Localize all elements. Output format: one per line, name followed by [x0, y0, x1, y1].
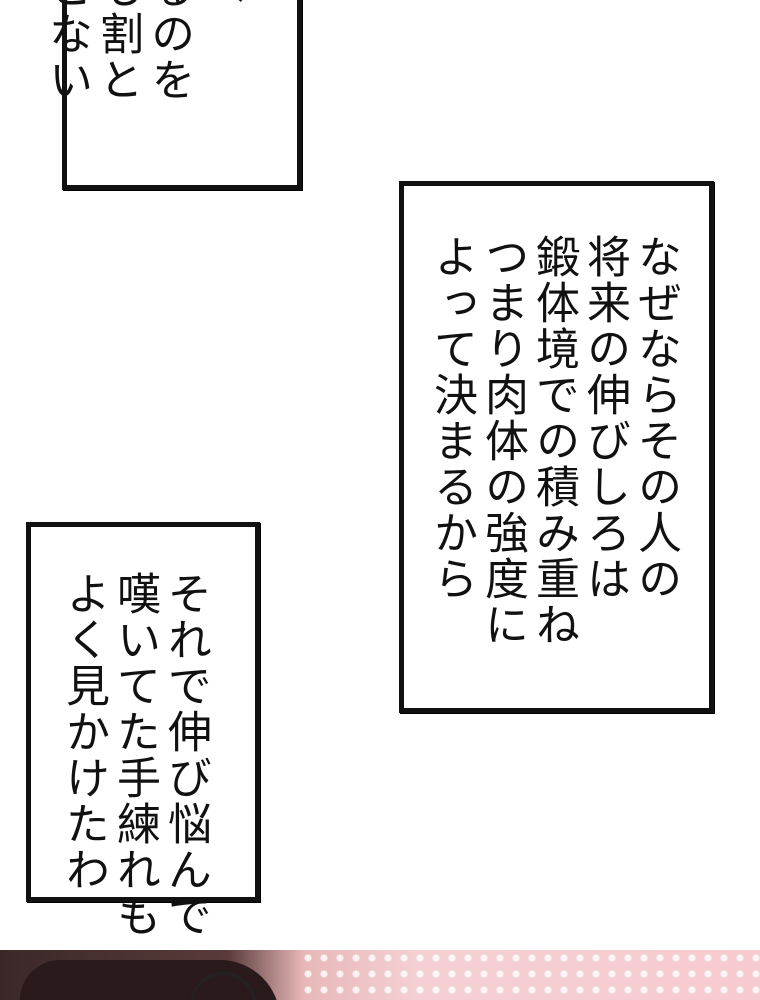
caption-box-middle: なぜならその人の 将来の伸びしろは 鍛体境での積み重ね つまり肉体の強度に よっ… [399, 181, 714, 713]
caption-text-middle: なぜならその人の 将来の伸びしろは 鍛体境での積み重ね つまり肉体の強度に よっ… [426, 234, 681, 648]
caption-box-top: へ るのを も割と とない [41, 0, 302, 190]
caption-text-lower: それで伸び悩んで 嘆いてた手練れも よく見かけたわ [58, 571, 211, 939]
halftone-background [300, 950, 760, 1000]
caption-box-lower: それで伸び悩んで 嘆いてた手練れも よく見かけたわ [26, 522, 260, 939]
caption-text-top: へ るのを も割と とない [41, 0, 245, 103]
next-panel-art [0, 950, 760, 1000]
